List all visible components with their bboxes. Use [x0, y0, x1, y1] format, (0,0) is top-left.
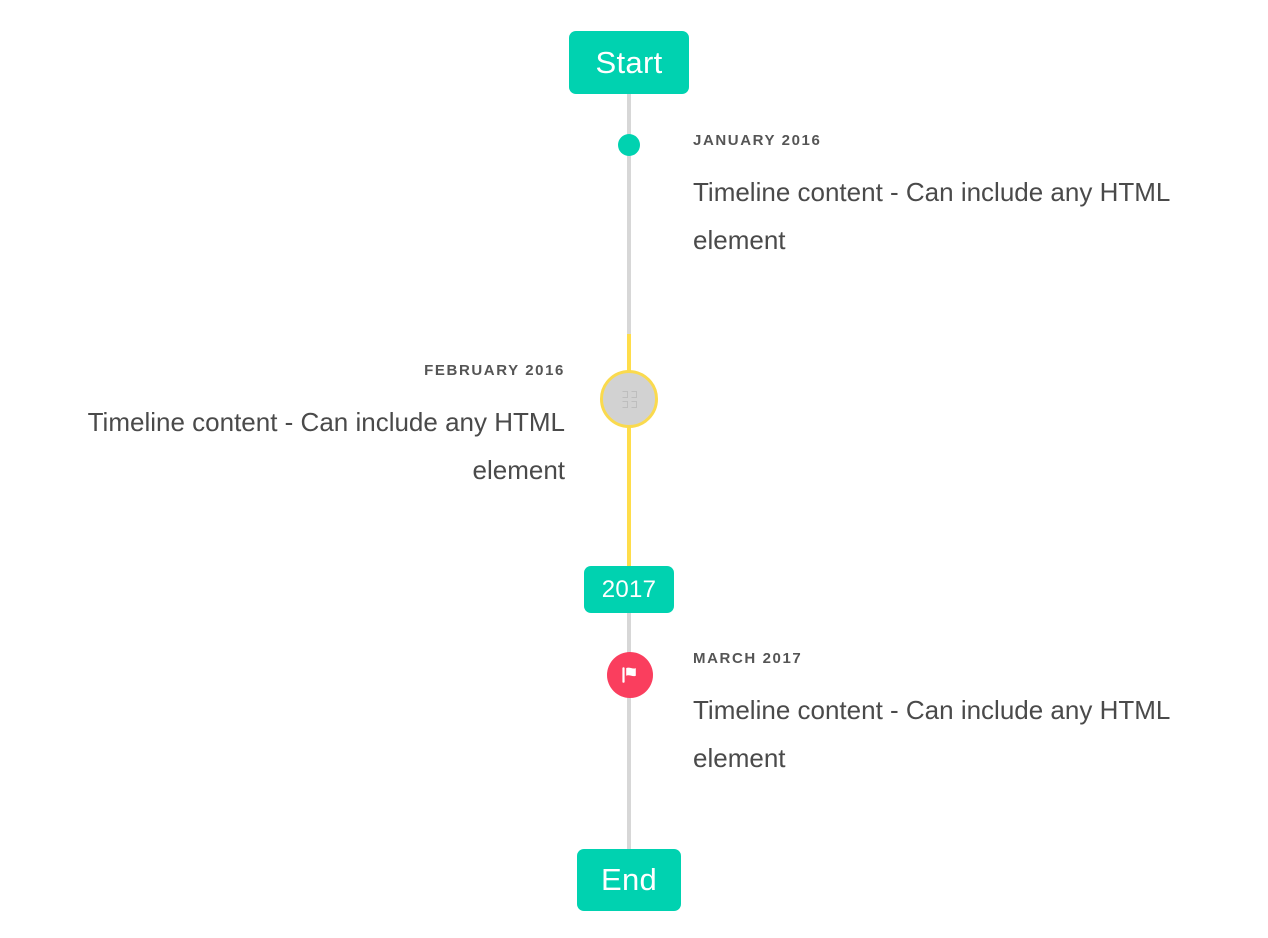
- timeline-year-divider-badge[interactable]: 2017: [584, 566, 674, 613]
- flag-icon: [618, 663, 642, 687]
- timeline-entry-body: Timeline content - Can include any HTML …: [693, 177, 1170, 255]
- timeline-line-segment-yellow: [627, 334, 631, 572]
- timeline-entry-body: Timeline content - Can include any HTML …: [693, 695, 1170, 773]
- timeline-entry-body: Timeline content - Can include any HTML …: [87, 407, 565, 485]
- timeline-marker-february[interactable]: [600, 370, 658, 428]
- timeline-entry-february: FEBRUARY 2016 Timeline content - Can inc…: [25, 362, 565, 494]
- timeline-end-badge[interactable]: End: [577, 849, 681, 911]
- timeline-entry-date: MARCH 2017: [693, 650, 803, 667]
- timeline-start-badge[interactable]: Start: [569, 31, 689, 94]
- timeline-entry-march: MARCH 2017 Timeline content - Can includ…: [693, 650, 1233, 782]
- timeline-line-segment-grey-lower: [627, 606, 631, 856]
- timeline-entry-january: JANUARY 2016 Timeline content - Can incl…: [693, 132, 1233, 264]
- timeline-line-segment-grey-upper: [627, 88, 631, 336]
- timeline-marker-january[interactable]: [618, 134, 640, 156]
- broken-image-placeholder-icon: [621, 390, 637, 408]
- timeline-marker-march[interactable]: [607, 652, 653, 698]
- timeline-entry-date: JANUARY 2016: [693, 132, 822, 149]
- timeline-entry-date: FEBRUARY 2016: [424, 362, 565, 379]
